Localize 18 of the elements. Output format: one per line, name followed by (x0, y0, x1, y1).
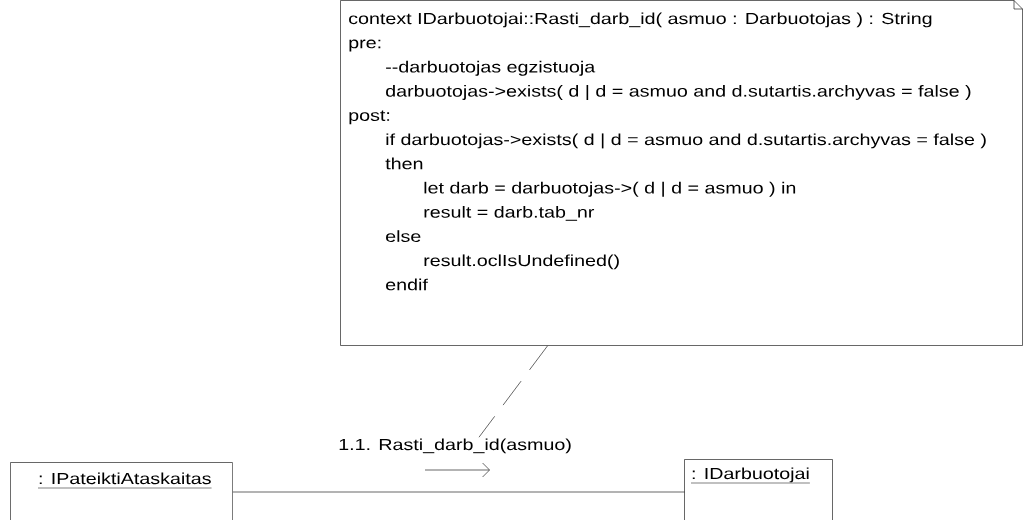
code-line: endif (386, 278, 428, 291)
object-box: : IPateiktiAtaskaitas (10, 462, 233, 520)
code-line: result.oclIsUndefined() (424, 254, 619, 270)
code-line: pre: (349, 39, 381, 52)
code-line: post: (349, 110, 390, 125)
code-line: result = darb.tab_nr (424, 206, 595, 221)
code-line: if darbuotojas->exists( d | d = asmuo and d.sutartis.archyvas = false ) (386, 133, 986, 149)
code-line: then (385, 157, 423, 170)
code-line: else (386, 230, 421, 242)
association-line (232, 491, 685, 493)
code-line: let darb = darbuotojas->( d | d = asmuo ) in (424, 181, 796, 197)
code-line: context IDarbuotojai::Rasti_darb_id( asmuo : Darbuotojas ) : String (349, 12, 932, 28)
code-line: --darbuotojas egzistuoja (386, 60, 596, 76)
note-box (340, 0, 1023, 346)
object-box: : IDarbuotojai (684, 459, 833, 520)
message-label: 1.1. Rasti_darb_id(asmuo) (339, 438, 571, 454)
code-line: darbuotojas->exists( d | d = asmuo and d.sutartis.archyvas = false ) (386, 85, 971, 100)
note-connector (478, 345, 548, 438)
